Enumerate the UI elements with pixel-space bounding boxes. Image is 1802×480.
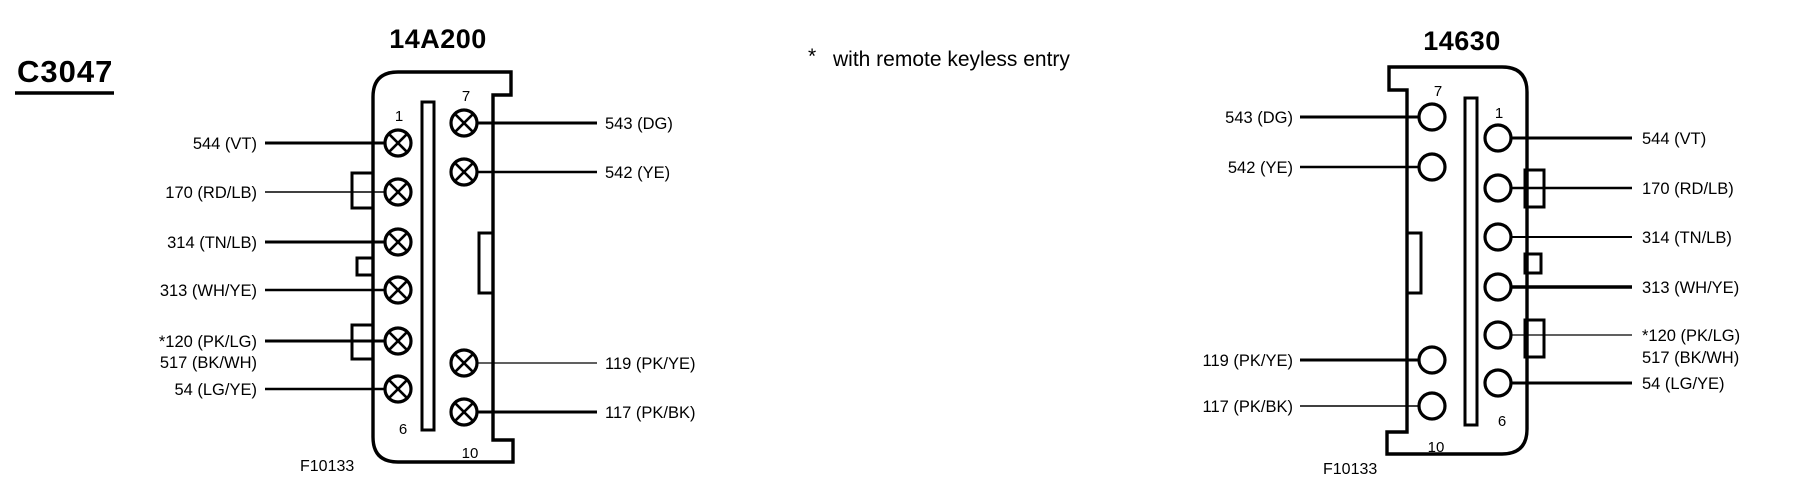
wire-label: 543 (DG) [1225, 109, 1293, 127]
connector-edge-tab [1523, 318, 1546, 359]
pin-number-label: 7 [1434, 83, 1442, 100]
wire-label: *120 (PK/LG) [159, 333, 257, 351]
pin-symbol-10 [1417, 391, 1447, 421]
wire-label: 314 (TN/LB) [1642, 229, 1732, 247]
figure-number-label: F10133 [300, 458, 354, 475]
footnote-text: with remote keyless entry [832, 48, 1070, 71]
wire-label: 544 (VT) [193, 135, 257, 153]
pin-symbol-1 [383, 128, 413, 158]
wire-label: 119 (PK/YE) [605, 355, 695, 373]
figure-number-label: F10133 [1323, 461, 1377, 478]
wire-label: 54 (LG/YE) [1642, 375, 1725, 393]
pin-symbol-10 [449, 397, 479, 427]
pin-symbol-4 [1483, 272, 1513, 302]
pin-number-label: 6 [399, 421, 407, 438]
connector-id-label: C3047 [17, 54, 113, 89]
wire-label: 117 (PK/BK) [1203, 398, 1293, 416]
pin-symbol-7 [1417, 102, 1447, 132]
wire-label: 542 (YE) [1228, 159, 1293, 177]
pin-symbol-7 [449, 108, 479, 138]
wire-label: *120 (PK/LG) [1642, 327, 1740, 345]
connector-inner-rib [477, 231, 495, 295]
wire-label: 517 (BK/WH) [1642, 349, 1739, 367]
wire-label: 54 (LG/YE) [174, 381, 257, 399]
wire-label: 544 (VT) [1642, 130, 1706, 148]
pin-symbol-3 [383, 227, 413, 257]
connector-14a200-outline [371, 70, 515, 464]
pin-number-label: 1 [1495, 105, 1503, 122]
connector-14630-title: 14630 [1423, 26, 1501, 56]
connector-14a200-title: 14A200 [389, 24, 487, 54]
pin-symbol-9 [449, 348, 479, 378]
pin-symbol-2 [383, 177, 413, 207]
wire-label: 542 (YE) [605, 164, 670, 182]
wire-label: 119 (PK/YE) [1203, 352, 1293, 370]
pin-symbol-9 [1417, 345, 1447, 375]
pin-symbol-3 [1483, 222, 1513, 252]
wire-label: 313 (WH/YE) [160, 282, 257, 300]
pin-number-label: 6 [1498, 413, 1506, 430]
connector-keyway-slot [1463, 96, 1479, 427]
pin-symbol-5 [1483, 320, 1513, 350]
connector-edge-tab [1523, 252, 1543, 275]
pin-symbol-6 [1483, 368, 1513, 398]
connector-edge-tab [355, 256, 375, 277]
pin-number-label: 10 [462, 445, 479, 462]
wire-label: 543 (DG) [605, 115, 673, 133]
wire-label: 170 (RD/LB) [1642, 180, 1734, 198]
pin-symbol-8 [449, 157, 479, 187]
pin-symbol-6 [383, 374, 413, 404]
footnote-marker: * [808, 45, 816, 68]
pin-number-label: 7 [462, 88, 470, 105]
pin-symbol-8 [1417, 152, 1447, 182]
connector-14a200: 14A200 1 6 7 10 [159, 24, 696, 475]
pin-symbol-5 [383, 326, 413, 356]
connector-edge-tab [350, 171, 375, 210]
connector-inner-rib [1405, 231, 1423, 295]
wire-label: 170 (RD/LB) [165, 184, 257, 202]
wire-label: 313 (WH/YE) [1642, 279, 1739, 297]
pin-symbol-2 [1483, 173, 1513, 203]
pin-symbol-1 [1483, 123, 1513, 153]
wire-label: 517 (BK/WH) [160, 354, 257, 372]
connector-keyway-slot [420, 100, 436, 432]
connector-14630-outline [1385, 65, 1529, 456]
pin-symbol-4 [383, 275, 413, 305]
pin-number-label: 1 [395, 108, 403, 125]
connector-14630: 14630 7 10 1 6 [1203, 26, 1741, 478]
wire-label: 314 (TN/LB) [167, 234, 257, 252]
pin-number-label: 10 [1428, 439, 1445, 456]
wire-label: 117 (PK/BK) [605, 404, 695, 422]
